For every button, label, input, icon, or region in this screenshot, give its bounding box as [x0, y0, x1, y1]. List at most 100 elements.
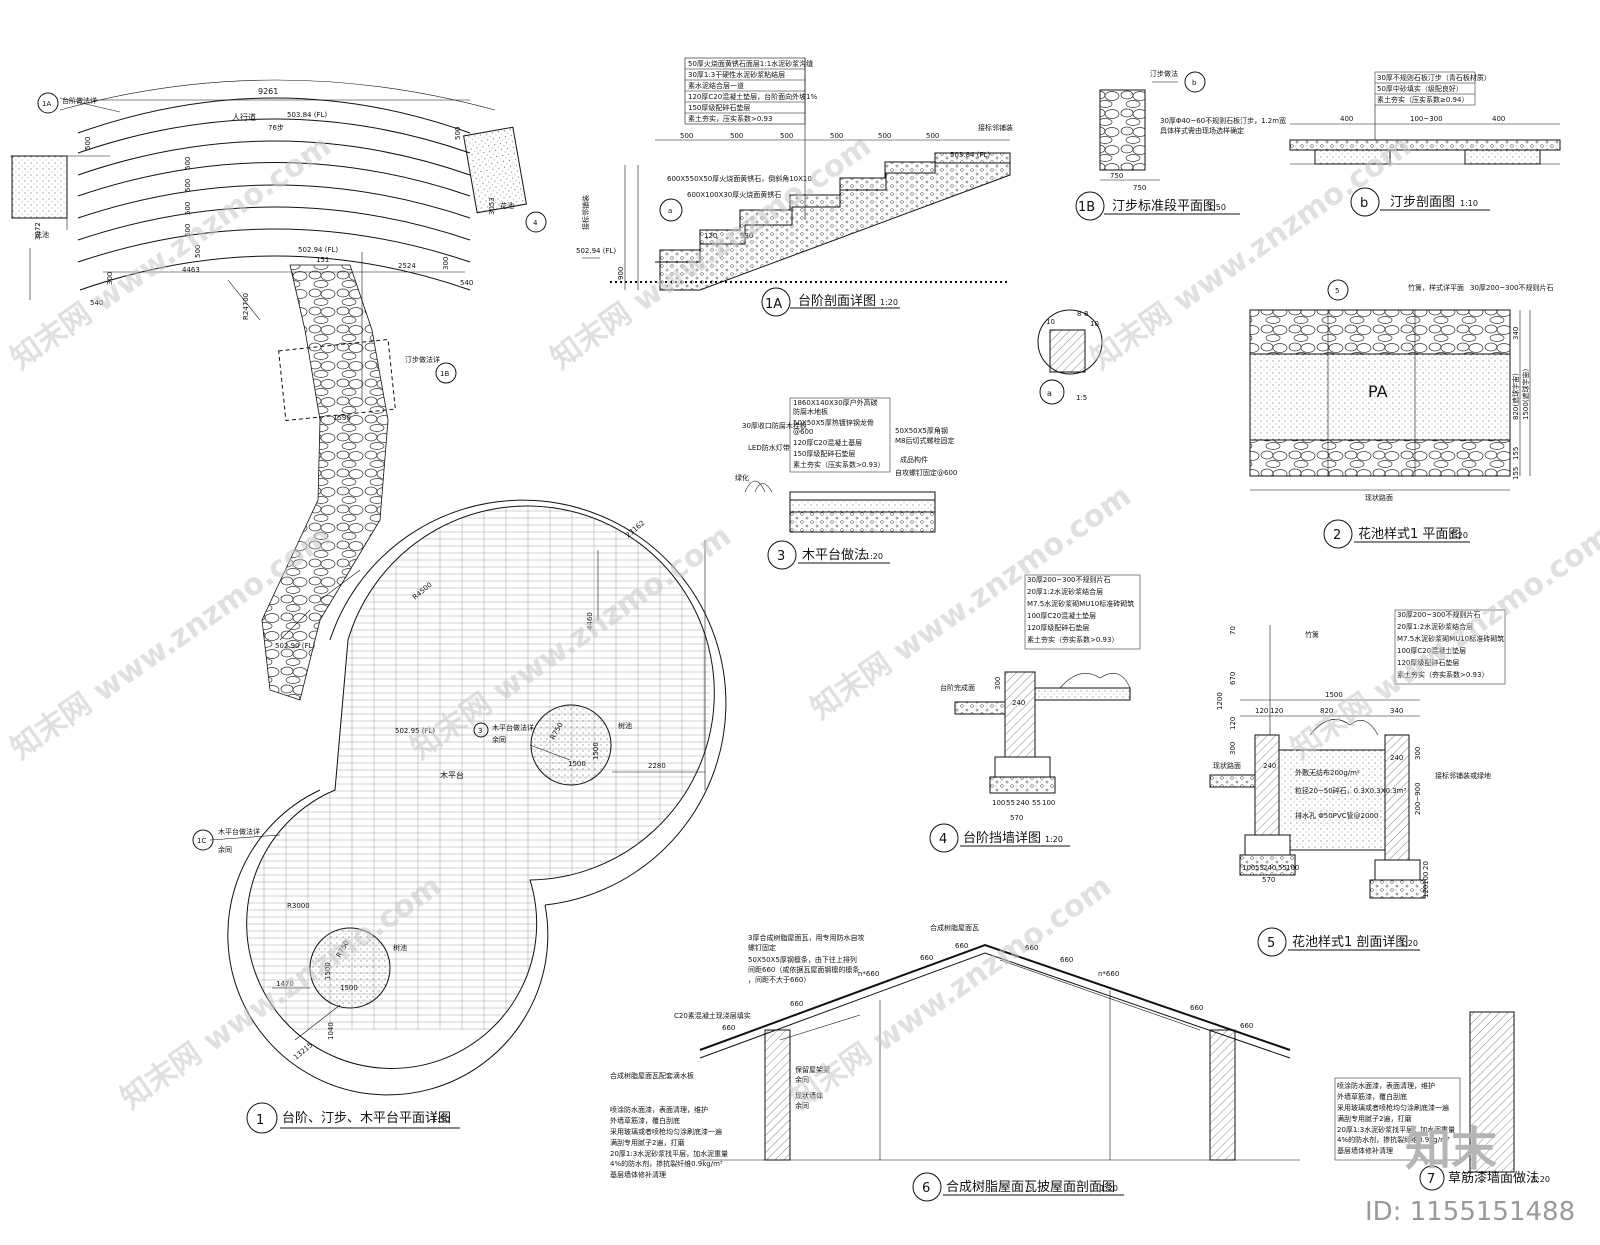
- s7-layer-2: 采用玻璃或者喷枪均匀涂刷底漆一遍: [1337, 1103, 1449, 1112]
- fl-deck: 502.95 (FL): [395, 727, 435, 735]
- s5-drain: 排水孔 Φ50PVC管@2000: [1295, 811, 1378, 820]
- s1a-scale: 1:20: [880, 298, 898, 307]
- s5-road: 现状路面: [1213, 761, 1241, 770]
- s6-top-label: 合成树脂屋面瓦: [930, 923, 979, 932]
- s3-scale: 1:20: [865, 552, 883, 561]
- dim-9261: 9261: [258, 87, 278, 96]
- s6-d660-5: 660: [1060, 956, 1073, 964]
- s1b-callout-text: 汀步做法: [1150, 69, 1178, 78]
- s4-layer-5: 素土夯实（夯实系数>0.93）: [1027, 635, 1118, 644]
- s2-title: 花池样式1 平面图: [1358, 526, 1461, 542]
- s6-note4: 间距660（或依据瓦屋面钢檩的檩条: [748, 965, 859, 974]
- s2-dim-0: 340: [1512, 327, 1520, 340]
- watermark-text-7: 知末网 www.znzmo.com: [1285, 519, 1600, 767]
- s1b-title: 汀步标准段平面图: [1112, 199, 1216, 214]
- sb-dim-0: 400: [1340, 115, 1353, 123]
- dim-2280: 2280: [648, 762, 666, 770]
- det-a-d8a: 8: [1077, 310, 1081, 318]
- s6-title: 合成树脂屋面瓦披屋面剖面图: [946, 1180, 1115, 1195]
- s7-layer-1: 外墙草筋漆，覆白刮底: [1337, 1092, 1407, 1101]
- dim-540b: 540: [460, 279, 473, 287]
- callout-1a: 1A: [42, 100, 51, 108]
- dim-4460: 4460: [586, 612, 594, 630]
- s6-n660b: n*660: [1098, 970, 1119, 978]
- s5-bot-3: 55: [1278, 864, 1287, 872]
- callout-1c-text: 木平台做法详: [218, 827, 260, 836]
- s6-wall-0: 喷涂防水面漆，表面清理，维护: [610, 1105, 708, 1114]
- s1b-d750b: 750: [1133, 184, 1146, 192]
- dim-300a: 300: [106, 272, 114, 285]
- s1a-layer-3: 120厚C20混凝土垫层，台阶面向外坡1%: [688, 92, 818, 101]
- callout-1c-sub: 余同: [218, 845, 232, 854]
- s6-wall-6: 基层墙体修补清理: [610, 1170, 666, 1179]
- s4-dim-6: 55: [1032, 799, 1041, 807]
- dim-151: 151: [316, 256, 329, 264]
- s5-layer-3: 100厚C20混凝土垫层: [1397, 646, 1466, 655]
- s1a-layer-2: 素水泥结合层一道: [688, 81, 744, 90]
- s3-layer-6: 素土夯实（压实系数>0.93）: [793, 460, 884, 469]
- dim-1470: 1470: [276, 980, 294, 988]
- s4-num: 4: [939, 832, 947, 847]
- tree-pit-1: [530, 704, 612, 786]
- s4-scale: 1:20: [1045, 835, 1063, 844]
- dim-r24700: R24700: [242, 293, 250, 320]
- s6-n660a: n*660: [858, 970, 879, 978]
- dim-500c: 500: [184, 179, 192, 192]
- s3-right3: 成品构件: [900, 455, 928, 464]
- s6-d660-1: 660: [790, 1000, 803, 1008]
- s7-layer-0: 喷涂防水面漆，表面清理，维护: [1337, 1081, 1435, 1090]
- tree2-label: 树池: [393, 943, 407, 952]
- s6-d660-6: 660: [1240, 1022, 1253, 1030]
- s3-led: LED防水灯带: [748, 443, 790, 452]
- fl-left: 502.90 (FL): [275, 642, 315, 650]
- s6-roof-bottom: 合成树脂屋面瓦配套滴水板: [610, 1071, 694, 1080]
- dim-1500a: 1500: [568, 760, 586, 768]
- s1a-d900: 900: [617, 267, 625, 280]
- sb-dim-1: 100~300: [1410, 115, 1443, 123]
- s6-wall-2: 采用玻璃或者喷枪均匀涂刷底漆一遍: [610, 1127, 722, 1136]
- s4-layer-4: 120厚级配碎石垫层: [1027, 623, 1089, 632]
- det-a-num: a: [1047, 389, 1052, 398]
- dim-500f: 500: [194, 245, 202, 258]
- s1b-scale: 1:50: [1208, 203, 1226, 212]
- s5-top-2: 120: [1270, 707, 1283, 715]
- s2-num: 2: [1333, 528, 1341, 543]
- s4-dim-3: 100: [992, 799, 1005, 807]
- tree1-label: 树池: [618, 721, 632, 730]
- s1a-top-2: 500: [780, 132, 793, 140]
- s5-layer-5: 素土夯实（夯实系数>0.93）: [1397, 670, 1488, 679]
- s3-edge: 30厚收口防腐木挂板: [742, 421, 807, 430]
- s5-right-3: 20: [1422, 861, 1430, 870]
- s1a-title: 台阶剖面详图: [798, 294, 876, 309]
- s5-bot-0: 100: [1242, 864, 1255, 872]
- s5-layer-1: 20厚1:2水泥砂浆结合层: [1397, 622, 1473, 631]
- s2-callout: 5: [1335, 287, 1339, 295]
- s4-layer-2: M7.5水泥砂浆砌MU10标准砖砌筑: [1027, 599, 1134, 608]
- s4-dim-5: 240: [1016, 799, 1029, 807]
- s1a-callout: a: [668, 207, 672, 215]
- callout-1a-text: 台阶做法详: [62, 96, 97, 105]
- s2-dim-3: 155: [1512, 447, 1520, 460]
- s2-dim-4: 155: [1512, 467, 1520, 480]
- dim-4463: 4463: [182, 266, 200, 274]
- s3-right4: 自攻螺钉固定@600: [895, 468, 957, 477]
- sb-layer-0: 30厚不规则石板汀步（青石板材质）: [1377, 73, 1491, 82]
- s5-right-0: 200~900: [1414, 782, 1422, 815]
- s5-top-4: 340: [1390, 707, 1403, 715]
- s1a-note2: 600X100X30厚火烧面黄锈石: [687, 190, 781, 199]
- s1a-layer-0: 50厚火烧面黄锈石面层1:1水泥砂浆沟缝: [688, 59, 813, 68]
- s5-left-1: 670: [1229, 672, 1237, 685]
- section-6: 合成树脂屋面瓦 3厚合成树脂屋面瓦，用专用防水自攻 螺钉固定 50X50X5厚钢…: [610, 923, 1300, 1202]
- s6-d660-7: 660: [1190, 1004, 1203, 1012]
- s6-note1: 3厚合成树脂屋面瓦，用专用防水自攻: [748, 933, 864, 942]
- s5-right-note: 接标邻铺装或绿地: [1435, 771, 1491, 780]
- section-1a-labels: 50厚火烧面黄锈石面层1:1水泥砂浆沟缝 30厚1:3干硬性水泥砂浆粘结层 素水…: [576, 59, 1013, 312]
- s6-d660-2: 660: [920, 954, 933, 962]
- s6-keep: 保留屋架梁: [795, 1065, 830, 1074]
- s7-layer-6: 基层墙体修补清理: [1337, 1146, 1393, 1155]
- dim-1500d: 1500: [324, 962, 332, 980]
- s1a-note-right: 接标邻铺装: [978, 123, 1013, 132]
- s5-layer-4: 120厚级配碎石垫层: [1397, 658, 1459, 667]
- s5-left-3: 300: [1229, 742, 1237, 755]
- s4-layer-0: 30厚200~300不规则片石: [1027, 575, 1111, 584]
